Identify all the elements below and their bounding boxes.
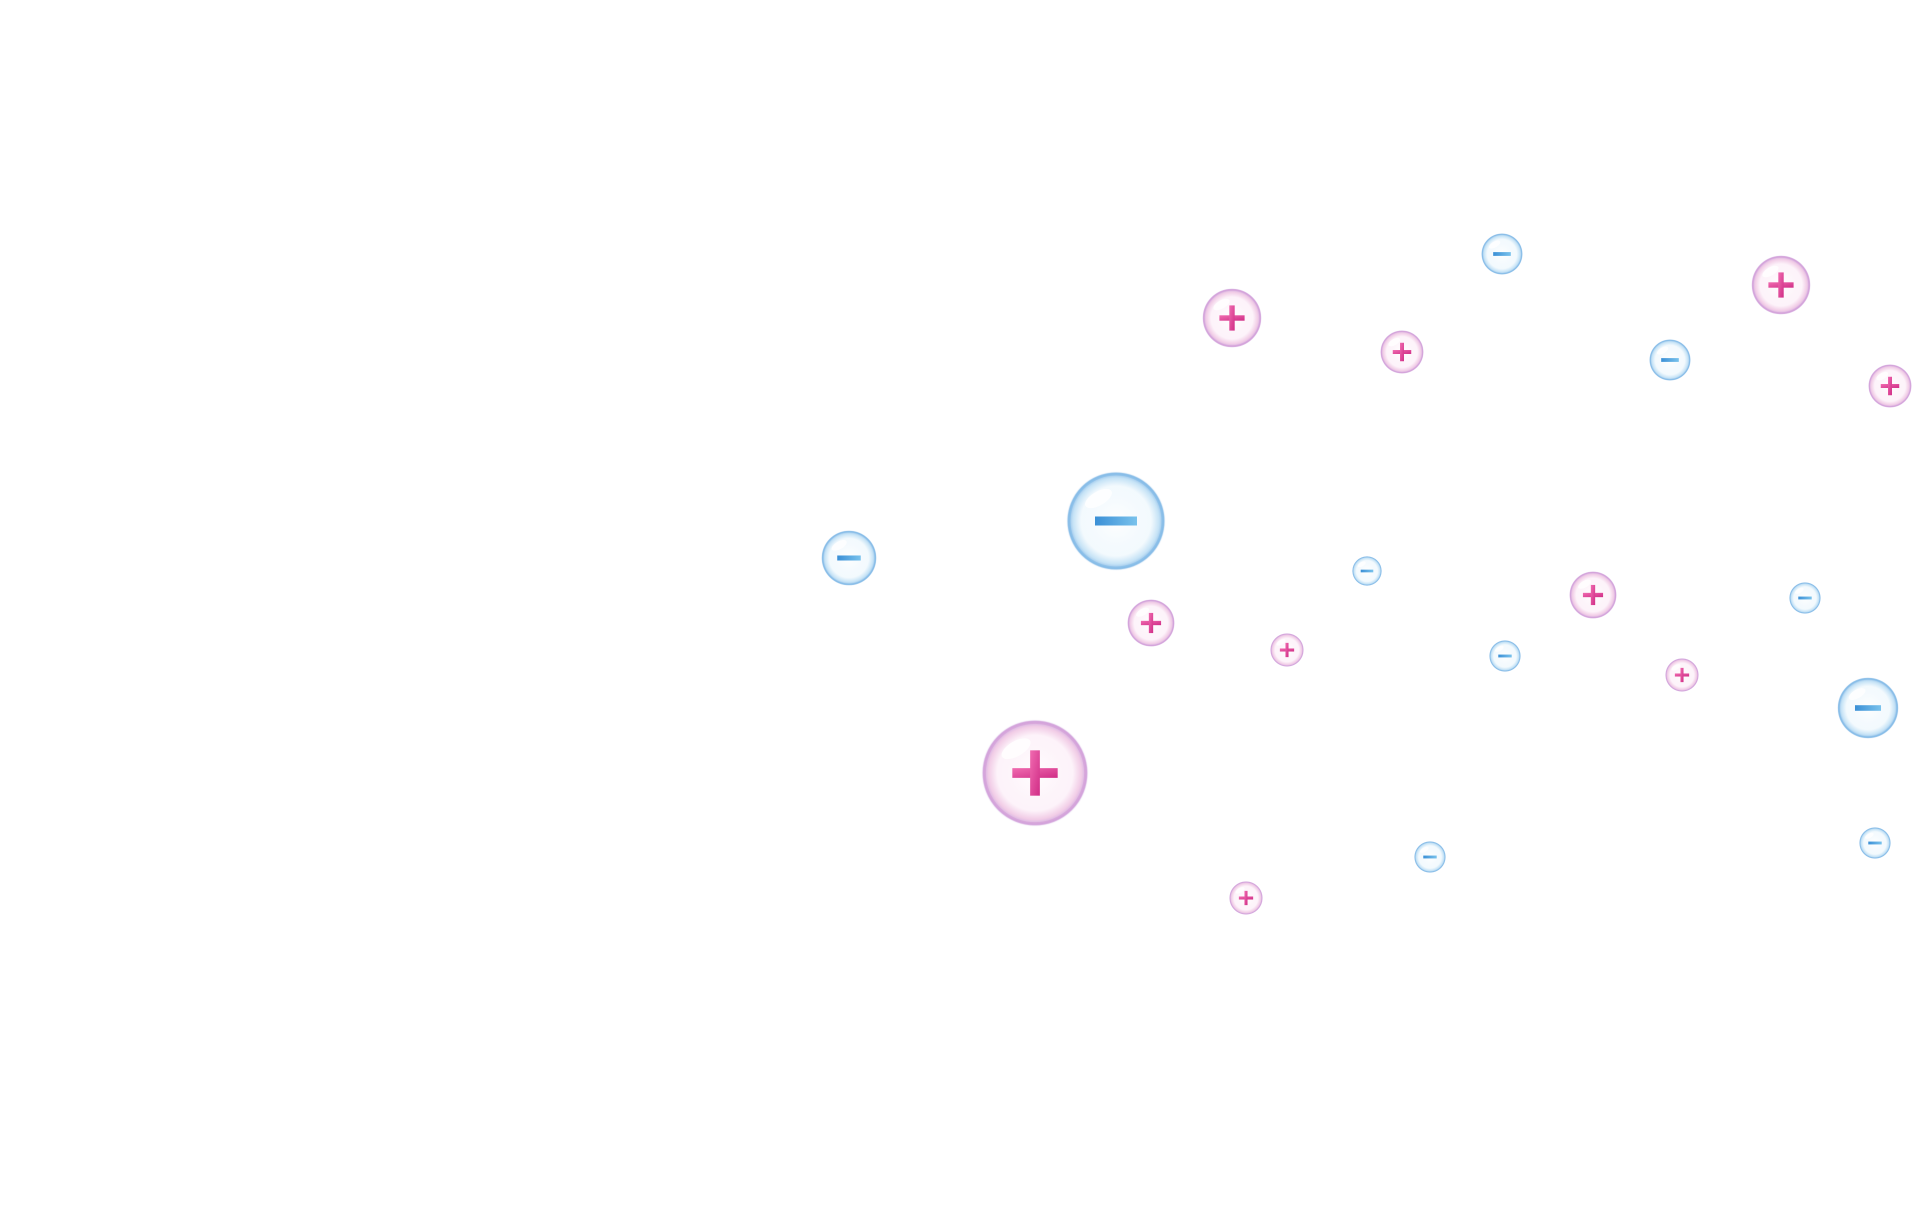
bubble-rim <box>1127 599 1175 647</box>
bubble-highlight <box>1795 587 1804 594</box>
bubble-highlight <box>1876 371 1889 381</box>
plus-icon <box>1768 272 1794 298</box>
positive-ion-bubble <box>1380 330 1424 374</box>
bubble-rim <box>1868 364 1912 408</box>
negative-ion-bubble <box>1859 827 1891 859</box>
negative-ion-bubble <box>1489 640 1521 672</box>
plus-icon <box>1674 667 1690 683</box>
plus-icon <box>1219 305 1245 331</box>
bubble-highlight <box>1420 846 1429 853</box>
bubble-rim <box>1665 658 1699 692</box>
bubble-highlight <box>1276 639 1286 646</box>
positive-ion-bubble <box>1665 658 1699 692</box>
positive-ion-bubble <box>1127 599 1175 647</box>
bubble-rim <box>821 530 877 586</box>
positive-ion-bubble <box>1229 881 1263 915</box>
bubble-highlight <box>1488 240 1501 249</box>
bubble-rim <box>1789 582 1821 614</box>
bubble-highlight <box>1865 832 1874 839</box>
bubble-highlight <box>1235 887 1245 894</box>
minus-icon <box>1854 705 1882 711</box>
bubble-rim <box>1202 288 1262 348</box>
bubble-rim <box>1751 255 1811 315</box>
minus-icon <box>1868 841 1882 845</box>
bubble-rim <box>1270 633 1304 667</box>
minus-icon <box>1095 516 1137 526</box>
positive-ion-bubble <box>1751 255 1811 315</box>
bubble-rim <box>1837 677 1899 739</box>
bubble-highlight <box>1762 265 1779 278</box>
bubble-rim <box>1859 827 1891 859</box>
bubble-highlight <box>1213 298 1230 311</box>
minus-icon <box>1423 855 1437 859</box>
bubble-rim <box>982 720 1088 826</box>
bubble-highlight <box>1578 579 1592 589</box>
positive-ion-bubble <box>1270 633 1304 667</box>
negative-ion-bubble <box>1789 582 1821 614</box>
bubble-rim <box>1489 640 1521 672</box>
bubble-rim <box>1067 472 1165 570</box>
minus-icon <box>1661 358 1679 362</box>
bubble-rim <box>1649 339 1691 381</box>
bubble-highlight <box>1388 337 1401 347</box>
positive-ion-bubble <box>1868 364 1912 408</box>
minus-icon <box>1498 654 1512 658</box>
bubble-rim <box>1569 571 1617 619</box>
positive-ion-bubble <box>981 719 1089 827</box>
minus-icon <box>1360 569 1374 573</box>
plus-icon <box>1238 890 1254 906</box>
negative-ion-bubble <box>1414 841 1446 873</box>
bubble-rim <box>1380 330 1424 374</box>
positive-ion-bubble <box>1569 571 1617 619</box>
bubble-highlight <box>1085 488 1112 509</box>
plus-icon <box>1012 750 1058 796</box>
negative-ion-bubble <box>1649 339 1691 381</box>
bubble-highlight <box>831 539 847 551</box>
plus-icon <box>1582 584 1604 606</box>
plus-icon <box>1392 342 1412 362</box>
minus-icon <box>837 555 861 561</box>
bubble-highlight <box>1495 645 1504 652</box>
bubble-highlight <box>1357 561 1366 568</box>
negative-ion-bubble <box>1837 677 1899 739</box>
positive-ion-bubble <box>1202 288 1262 348</box>
negative-ion-bubble <box>821 530 877 586</box>
minus-icon <box>1798 596 1812 600</box>
plus-icon <box>1140 612 1162 634</box>
negative-ion-bubble <box>1352 556 1382 586</box>
bubble-rim <box>1229 881 1263 915</box>
bubble-rim <box>1414 841 1446 873</box>
negative-ion-bubble <box>1481 233 1523 275</box>
bubble-rim <box>1481 233 1523 275</box>
bubble-highlight <box>1136 607 1150 617</box>
negative-ion-bubble <box>1066 471 1166 571</box>
bubble-highlight <box>1671 664 1681 671</box>
bubble-highlight <box>1848 688 1866 701</box>
bubble-highlight <box>1656 346 1669 355</box>
plus-icon <box>1880 376 1900 396</box>
bubble-highlight <box>1001 738 1031 760</box>
plus-icon <box>1279 642 1295 658</box>
bubble-rim <box>1352 556 1382 586</box>
minus-icon <box>1493 252 1511 256</box>
